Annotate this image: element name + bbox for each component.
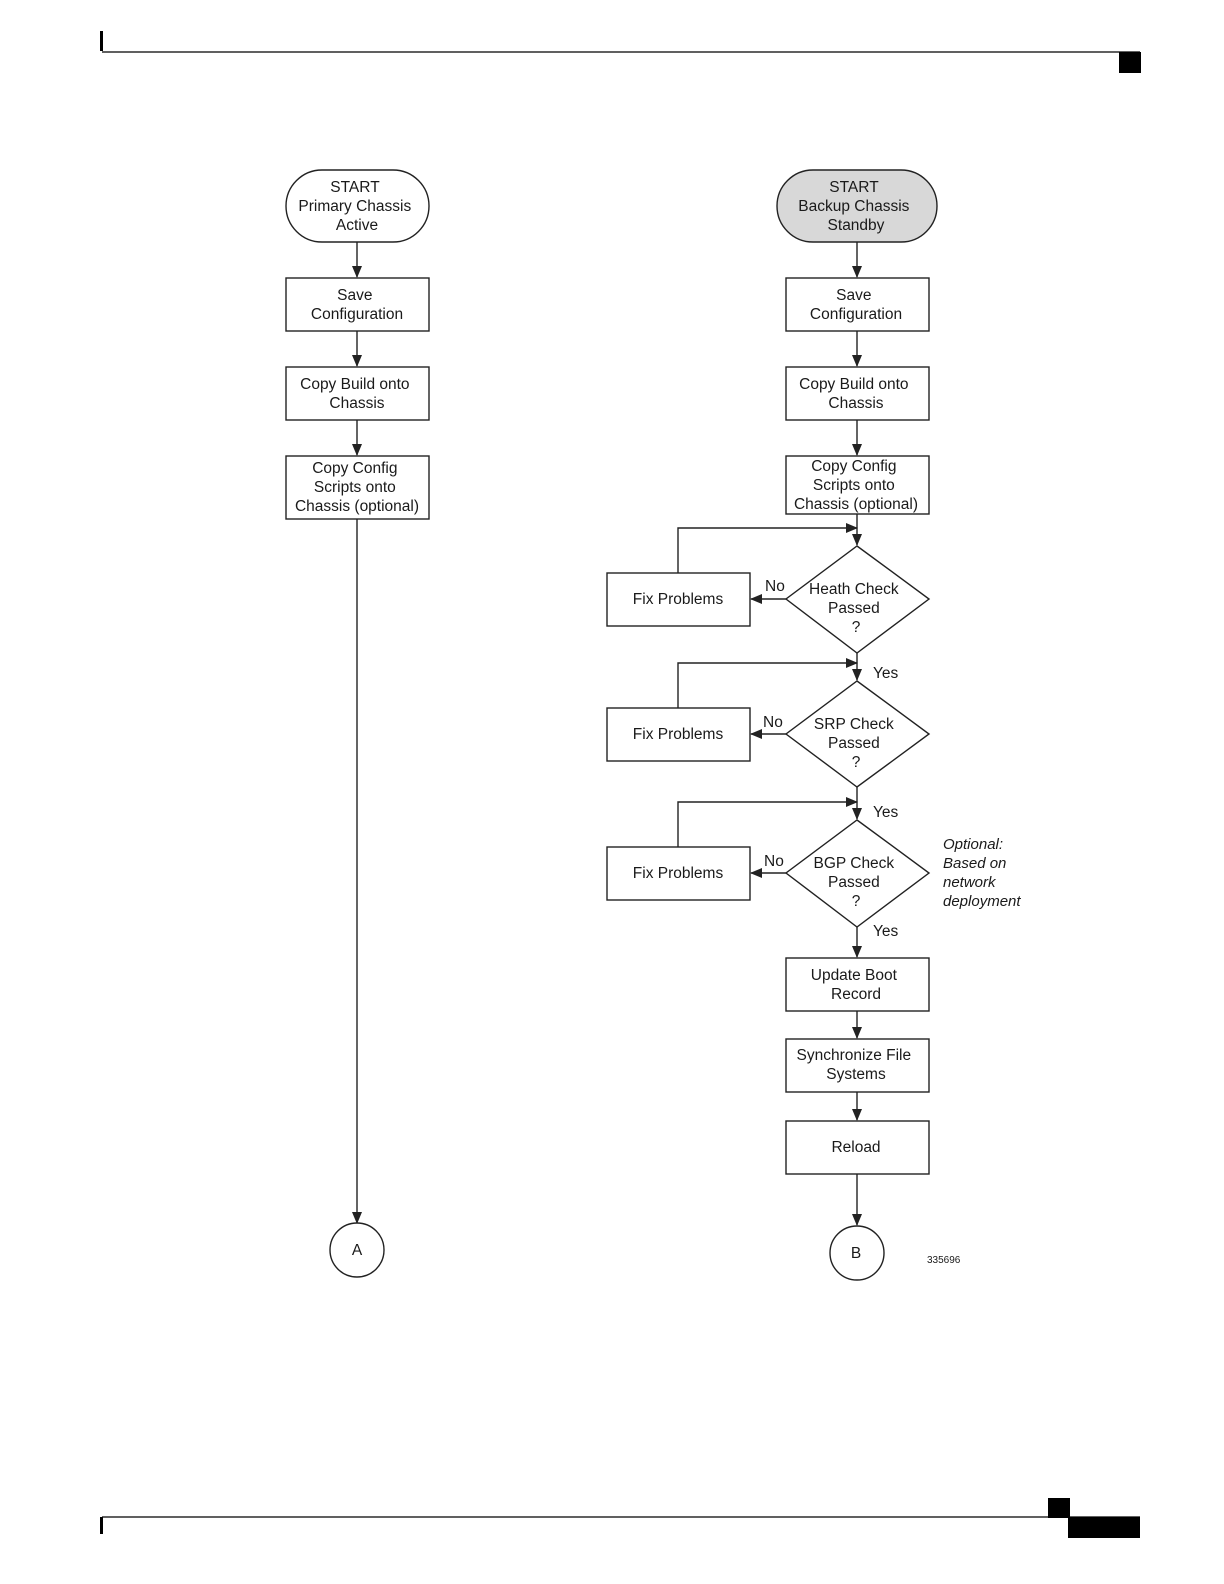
primary-copy-config-line1: Copy Config bbox=[312, 460, 397, 477]
backup-copy-config-line2: Scripts onto bbox=[813, 477, 895, 494]
fix-problems-label-2: Fix Problems bbox=[633, 726, 724, 743]
primary-save-line1: Save bbox=[337, 287, 372, 304]
srp-check-decision: SRP Check Passed ? bbox=[784, 680, 931, 788]
srp-check-line1: SRP Check bbox=[814, 716, 894, 733]
sync-fs-line2: Systems bbox=[826, 1066, 886, 1083]
svg-text:START Backup Chassis: START Backup Chassis Standby bbox=[798, 179, 913, 234]
backup-copy-config-line3: Chassis (optional) bbox=[794, 496, 918, 513]
svg-text:Save Configuration: Save Configuration bbox=[311, 287, 403, 323]
srp-yes-label: Yes bbox=[873, 804, 899, 821]
primary-start-line1: START bbox=[330, 179, 380, 196]
health-yes-label: Yes bbox=[873, 665, 899, 682]
reload-label: Reload bbox=[831, 1139, 880, 1156]
fix-problems-box-3: Fix Problems bbox=[606, 846, 751, 901]
backup-save-config-box: Save Configuration bbox=[785, 277, 930, 332]
optional-note-line1: Optional: bbox=[943, 836, 1003, 853]
srp-check-line3: ? bbox=[852, 754, 861, 771]
backup-start-line3: Standby bbox=[828, 217, 885, 234]
fix-problems-label-3: Fix Problems bbox=[633, 865, 724, 882]
primary-save-line2: Configuration bbox=[311, 306, 403, 323]
svg-text:SRP Check Passed ?: SRP Check Passed ? bbox=[814, 716, 898, 771]
primary-copy-build-line2: Chassis bbox=[329, 395, 384, 412]
srp-check-line2: Passed bbox=[828, 735, 880, 752]
svg-text:START Primary Chassis: START Primary Chassis Active bbox=[298, 179, 415, 234]
svg-text:Copy Config Scripts onto: Copy Config Scripts onto Chassis (option… bbox=[295, 460, 419, 515]
backup-start-terminal: START Backup Chassis Standby bbox=[776, 169, 938, 243]
primary-start-terminal: START Primary Chassis Active bbox=[285, 169, 430, 243]
primary-copy-build-line1: Copy Build onto bbox=[300, 376, 409, 393]
svg-text:Copy Config Scripts onto: Copy Config Scripts onto Chassis (option… bbox=[794, 458, 918, 513]
primary-copy-config-line2: Scripts onto bbox=[314, 479, 396, 496]
bgp-check-decision: BGP Check Passed ? bbox=[784, 819, 931, 928]
optional-note: Optional: Based on network deployment bbox=[943, 836, 1021, 910]
backup-save-line1: Save bbox=[836, 287, 871, 304]
svg-text:Copy Build onto Chassis: Copy Build onto Chassis bbox=[799, 376, 913, 412]
page-footer-rule bbox=[100, 1498, 1140, 1538]
bgp-check-line3: ? bbox=[852, 893, 861, 910]
bgp-no-label: No bbox=[764, 853, 784, 870]
reload-box: Reload bbox=[785, 1120, 930, 1175]
primary-start-line2: Primary Chassis bbox=[298, 198, 411, 215]
backup-start-line2: Backup Chassis bbox=[798, 198, 909, 215]
fix-problems-box-1: Fix Problems bbox=[606, 572, 751, 627]
fix-problems-label-1: Fix Problems bbox=[633, 591, 724, 608]
update-boot-line1: Update Boot bbox=[811, 967, 898, 984]
svg-text:Copy Build onto Chassis: Copy Build onto Chassis bbox=[300, 376, 414, 412]
health-check-decision: Heath Check Passed ? bbox=[784, 545, 931, 654]
backup-copy-build-line2: Chassis bbox=[828, 395, 883, 412]
update-boot-record-box: Update Boot Record bbox=[785, 957, 930, 1012]
bgp-check-line2: Passed bbox=[828, 874, 880, 891]
fix-problems-loop-2 bbox=[677, 658, 858, 708]
svg-text:Save Configuration: Save Configuration bbox=[810, 287, 902, 323]
backup-copy-build-line1: Copy Build onto bbox=[799, 376, 908, 393]
primary-save-config-box: Save Configuration bbox=[285, 277, 430, 332]
backup-copy-config-box: Copy Config Scripts onto Chassis (option… bbox=[785, 455, 930, 515]
health-check-line2: Passed bbox=[828, 600, 880, 617]
svg-text:BGP Check Passed ?: BGP Check Passed ? bbox=[813, 855, 898, 910]
bgp-check-line1: BGP Check bbox=[813, 855, 894, 872]
optional-note-line3: network bbox=[943, 874, 997, 891]
fix-problems-loop-1 bbox=[677, 523, 858, 573]
update-boot-line2: Record bbox=[831, 986, 881, 1003]
primary-copy-build-box: Copy Build onto Chassis bbox=[285, 366, 430, 421]
bgp-yes-label: Yes bbox=[873, 923, 899, 940]
backup-copy-config-line1: Copy Config bbox=[811, 458, 896, 475]
optional-note-line4: deployment bbox=[943, 893, 1021, 910]
health-no-label: No bbox=[765, 578, 785, 595]
primary-start-line3: Active bbox=[336, 217, 378, 234]
sync-file-systems-box: Synchronize File Systems bbox=[785, 1038, 930, 1093]
primary-copy-config-box: Copy Config Scripts onto Chassis (option… bbox=[285, 455, 430, 520]
fix-problems-loop-3 bbox=[677, 797, 858, 847]
figure-id: 335696 bbox=[927, 1255, 961, 1266]
connector-b-label: B bbox=[851, 1245, 861, 1262]
connector-a-label: A bbox=[352, 1242, 363, 1259]
optional-note-line2: Based on bbox=[943, 855, 1006, 872]
sync-fs-line1: Synchronize File bbox=[797, 1047, 912, 1064]
connector-b: B bbox=[829, 1225, 885, 1281]
page-header-rule bbox=[100, 31, 1141, 73]
svg-text:Heath Check Passed: Heath Check Passed ? bbox=[809, 581, 903, 636]
health-check-line1: Heath Check bbox=[809, 581, 899, 598]
fix-problems-box-2: Fix Problems bbox=[606, 707, 751, 762]
backup-save-line2: Configuration bbox=[810, 306, 902, 323]
health-check-line3: ? bbox=[852, 619, 861, 636]
primary-copy-config-line3: Chassis (optional) bbox=[295, 498, 419, 515]
backup-start-line1: START bbox=[829, 179, 879, 196]
svg-text:Synchronize File Systems: Synchronize File Systems bbox=[797, 1047, 916, 1083]
connector-a: A bbox=[329, 1222, 385, 1278]
backup-copy-build-box: Copy Build onto Chassis bbox=[785, 366, 930, 421]
svg-text:Update Boot Record: Update Boot Record bbox=[811, 967, 902, 1003]
srp-no-label: No bbox=[763, 714, 783, 731]
